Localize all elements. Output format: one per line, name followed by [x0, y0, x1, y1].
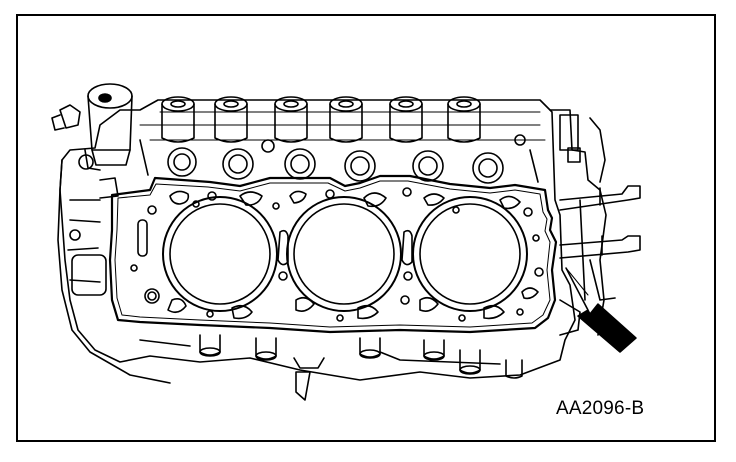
top-bosses: [139, 96, 546, 143]
figure-id-label: AA2096-B: [556, 398, 645, 419]
gasket-side-holes: [130, 219, 544, 305]
gasket-outline: [108, 174, 558, 334]
pointer-arrow-icon: [565, 267, 637, 353]
cylinder-bore-3: [412, 196, 528, 312]
port-rings: [139, 134, 539, 184]
bottom-bosses: [139, 334, 523, 401]
right-mounting-studs: [549, 109, 641, 336]
gasket-top-holes: [147, 187, 533, 217]
engine-block: [57, 99, 576, 384]
cylinder-bore-2: [286, 196, 402, 312]
sensor-pipe: [51, 83, 133, 166]
cylinder-bore-1: [162, 196, 278, 312]
gasket-bottom-holes: [167, 296, 524, 322]
figure-frame: [16, 14, 716, 442]
head-gasket: [108, 174, 558, 334]
